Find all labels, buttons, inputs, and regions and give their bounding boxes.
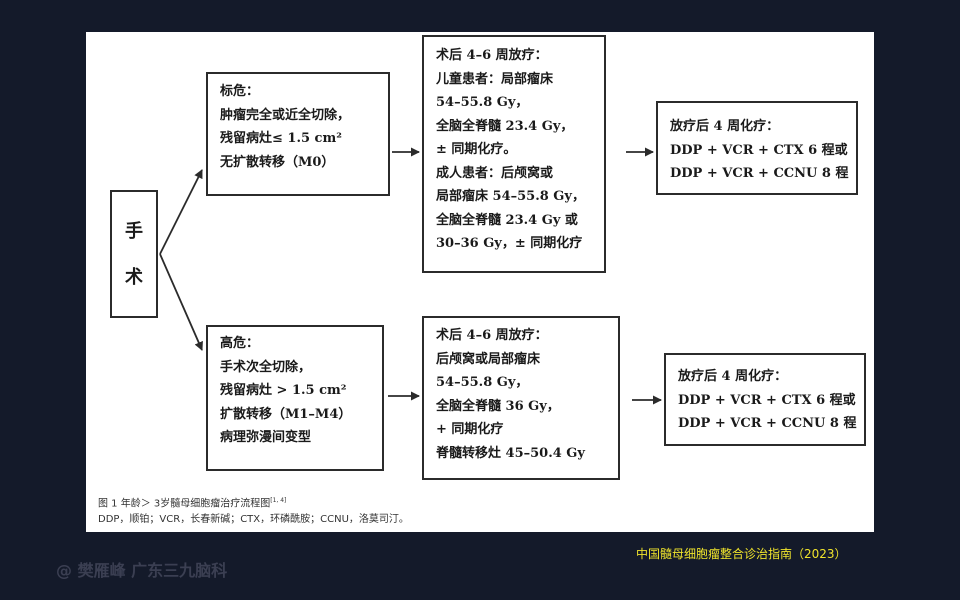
watermark-text: @ 樊雁峰 广东三九脑科 <box>56 561 228 580</box>
figure-caption: 图 1 年龄＞ 3岁髓母细胞瘤治疗流程图[1, 4] DDP，顺铂；VCR，长春… <box>98 493 409 528</box>
high-risk-box: 高危： 手术次全切除， 残留病灶 > 1.5 cm² 扩散转移（M1–M4） 病… <box>206 325 384 471</box>
standard-risk-line-3: 残留病灶≤ 1.5 cm² <box>220 131 342 146</box>
high-chemotherapy-box: 放疗后 4 周化疗： DDP + VCR + CTX 6 程或 DDP + VC… <box>664 353 866 446</box>
arrow-surgery-to-standard-risk <box>159 169 203 255</box>
high-risk-line-2: 手术次全切除， <box>220 359 312 375</box>
high-radiotherapy-line-1: 术后 4–6 周放疗： <box>436 328 548 343</box>
high-radiotherapy-line-6: 脊髓转移灶 45–50.4 Gy <box>436 445 585 461</box>
caption-reference: [1, 4] <box>270 497 287 504</box>
standard-chemotherapy-box: 放疗后 4 周化疗： DDP + VCR + CTX 6 程或 DDP + VC… <box>656 101 858 195</box>
standard-radiotherapy-line-7: 局部瘤床 54–55.8 Gy， <box>436 189 585 204</box>
high-risk-line-1: 高危： <box>220 336 260 351</box>
standard-radiotherapy-line-6: 成人患者：后颅窝或 <box>436 165 554 181</box>
standard-risk-line-2: 肿瘤完全或近全切除， <box>220 107 351 123</box>
high-chemo-line-2: DDP + VCR + CTX 6 程或 <box>678 392 856 408</box>
high-radiotherapy-line-5: + 同期化疗 <box>436 422 504 437</box>
flowchart-figure: 手 术 标危： 肿瘤完全或近全切除， 残留病灶≤ 1.5 cm² 无扩散转移（M… <box>86 32 874 532</box>
standard-risk-box: 标危： 肿瘤完全或近全切除， 残留病灶≤ 1.5 cm² 无扩散转移（M0） <box>206 72 390 196</box>
standard-chemo-line-2: DDP + VCR + CTX 6 程或 <box>670 142 848 158</box>
standard-radiotherapy-box: 术后 4–6 周放疗： 儿童患者：局部瘤床 54–55.8 Gy， 全脑全脊髓 … <box>422 35 606 273</box>
standard-radiotherapy-line-4: 全脑全脊髓 23.4 Gy， <box>436 118 574 134</box>
standard-risk-line-1: 标危： <box>220 84 260 99</box>
caption-title: 图 1 年龄＞ 3岁髓母细胞瘤治疗流程图 <box>98 498 271 510</box>
surgery-char-2: 术 <box>125 267 143 288</box>
high-radiotherapy-line-4: 全脑全脊髓 36 Gy， <box>436 398 560 414</box>
high-radiotherapy-box: 术后 4–6 周放疗： 后颅窝或局部瘤床 54–55.8 Gy， 全脑全脊髓 3… <box>422 316 620 480</box>
high-risk-line-5: 病理弥漫间变型 <box>220 430 312 445</box>
high-chemo-line-3: DDP + VCR + CCNU 8 程 <box>678 416 857 431</box>
high-radiotherapy-line-2: 后颅窝或局部瘤床 <box>436 351 541 367</box>
source-label: 中国髓母细胞瘤整合诊治指南（2023） <box>636 547 847 561</box>
arrow-surgery-to-high-risk <box>159 253 203 351</box>
standard-chemo-line-1: 放疗后 4 周化疗： <box>670 119 780 134</box>
high-risk-line-3: 残留病灶 > 1.5 cm² <box>220 383 347 398</box>
high-chemo-line-1: 放疗后 4 周化疗： <box>678 369 788 384</box>
caption-note: DDP，顺铂；VCR，长春新碱；CTX，环磷酰胺；CCNU，洛莫司汀。 <box>98 514 409 526</box>
standard-radiotherapy-line-3: 54–55.8 Gy， <box>436 95 529 110</box>
surgery-char-1: 手 <box>125 221 143 242</box>
standard-radiotherapy-line-2: 儿童患者：局部瘤床 <box>436 71 554 87</box>
standard-radiotherapy-line-8: 全脑全脊髓 23.4 Gy 或 <box>436 212 578 228</box>
connector-arrows <box>159 147 662 405</box>
surgery-box: 手 术 <box>110 190 158 318</box>
standard-radiotherapy-line-1: 术后 4–6 周放疗： <box>436 48 548 63</box>
standard-risk-line-4: 无扩散转移（M0） <box>220 154 335 170</box>
standard-radiotherapy-line-5: ± 同期化疗。 <box>436 142 517 157</box>
high-risk-line-4: 扩散转移（M1–M4） <box>220 406 352 422</box>
standard-radiotherapy-line-9: 30–36 Gy，± 同期化疗 <box>436 236 583 251</box>
standard-chemo-line-3: DDP + VCR + CCNU 8 程 <box>670 166 849 181</box>
caption-title-row: 图 1 年龄＞ 3岁髓母细胞瘤治疗流程图[1, 4] <box>98 493 409 512</box>
high-radiotherapy-line-3: 54–55.8 Gy， <box>436 375 529 390</box>
